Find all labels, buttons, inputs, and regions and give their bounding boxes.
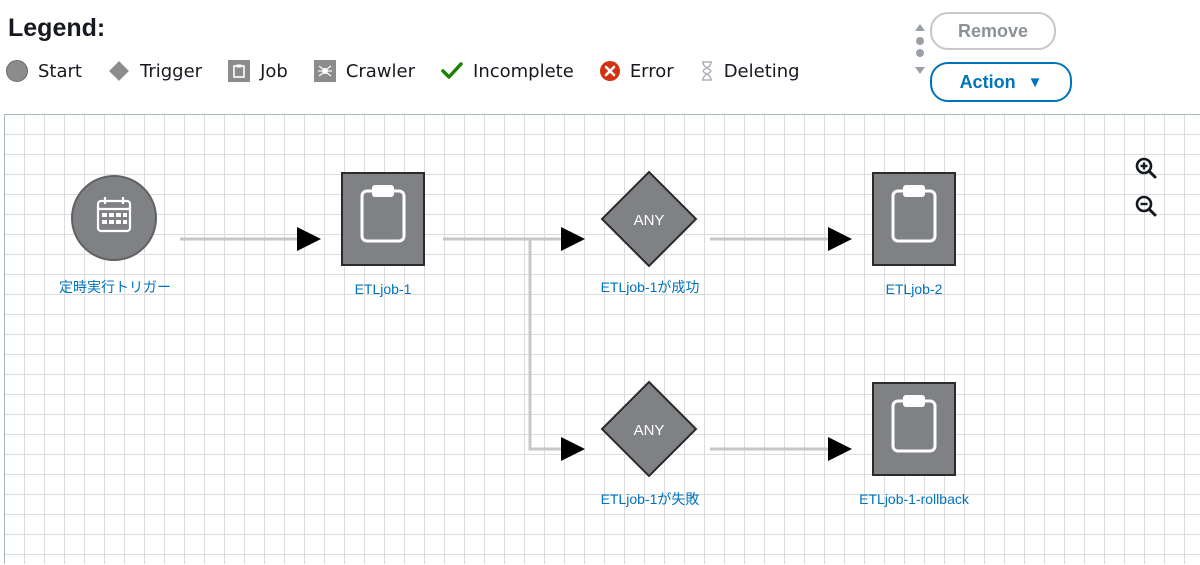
legend-item-job: Job — [228, 60, 288, 82]
legend-label: Incomplete — [473, 60, 574, 82]
action-button-label: Action — [959, 71, 1016, 92]
legend-label: Deleting — [723, 60, 800, 82]
caret-down-icon: ▼ — [1027, 73, 1043, 91]
legend-item-deleting: Deleting — [700, 61, 800, 82]
legend: Start Trigger Job Crawler Incomplete Err… — [6, 58, 826, 84]
legend-item-error: Error — [599, 60, 674, 82]
job-node-etljob-1[interactable] — [341, 172, 425, 266]
trigger-badge: ANY — [634, 422, 665, 439]
legend-item-incomplete: Incomplete — [441, 61, 574, 82]
node-label-etljob-2[interactable]: ETLjob-2 — [885, 281, 943, 297]
trigger-node-fail[interactable]: ANY — [600, 380, 698, 478]
trigger-badge: ANY — [634, 212, 665, 229]
start-circle-icon — [6, 60, 28, 82]
action-dropdown-button[interactable]: Action ▼ — [930, 62, 1072, 102]
node-label-etljob-1[interactable]: ETLjob-1 — [354, 281, 412, 297]
remove-button-label: Remove — [957, 20, 1029, 41]
node-label-rollback[interactable]: ETLjob-1-rollback — [859, 491, 969, 507]
zoom-in-icon[interactable] — [1133, 155, 1159, 181]
legend-item-trigger: Trigger — [108, 61, 202, 82]
job-node-rollback[interactable] — [872, 382, 956, 476]
workflow-graph: ANY ANY — [71, 170, 956, 478]
check-icon — [441, 62, 463, 80]
legend-title: Legend: — [8, 14, 106, 42]
trigger-diamond-icon — [108, 61, 130, 81]
node-label-trigger-fail[interactable]: ETLjob-1が失敗 — [600, 491, 700, 507]
crawler-spider-icon — [313, 60, 336, 82]
trigger-node-success[interactable]: ANY — [600, 170, 698, 268]
workflow-graph-canvas[interactable]: ANY ANY 定時実行トリガー ETLjob-1 ETLjob-1が成功 ET… — [4, 114, 1200, 564]
legend-label: Start — [38, 60, 82, 82]
scroll-control[interactable] — [912, 22, 928, 78]
calendar-icon — [96, 197, 132, 233]
edge-job1-trigger-fail — [528, 239, 585, 461]
remove-button[interactable]: Remove — [930, 12, 1056, 50]
hourglass-icon — [700, 61, 714, 81]
legend-label: Trigger — [139, 60, 203, 82]
legend-label: Crawler — [345, 60, 416, 82]
job-node-etljob-2[interactable] — [872, 172, 956, 266]
job-clipboard-icon — [228, 60, 251, 82]
legend-item-crawler: Crawler — [313, 60, 416, 82]
error-icon — [599, 61, 620, 81]
legend-item-start: Start — [6, 60, 82, 82]
legend-label: Error — [629, 60, 674, 82]
zoom-out-icon[interactable] — [1133, 193, 1159, 219]
legend-label: Job — [260, 60, 288, 82]
node-label-start[interactable]: 定時実行トリガー — [59, 279, 171, 295]
node-label-trigger-success[interactable]: ETLjob-1が成功 — [600, 279, 700, 295]
start-node[interactable] — [71, 175, 157, 261]
